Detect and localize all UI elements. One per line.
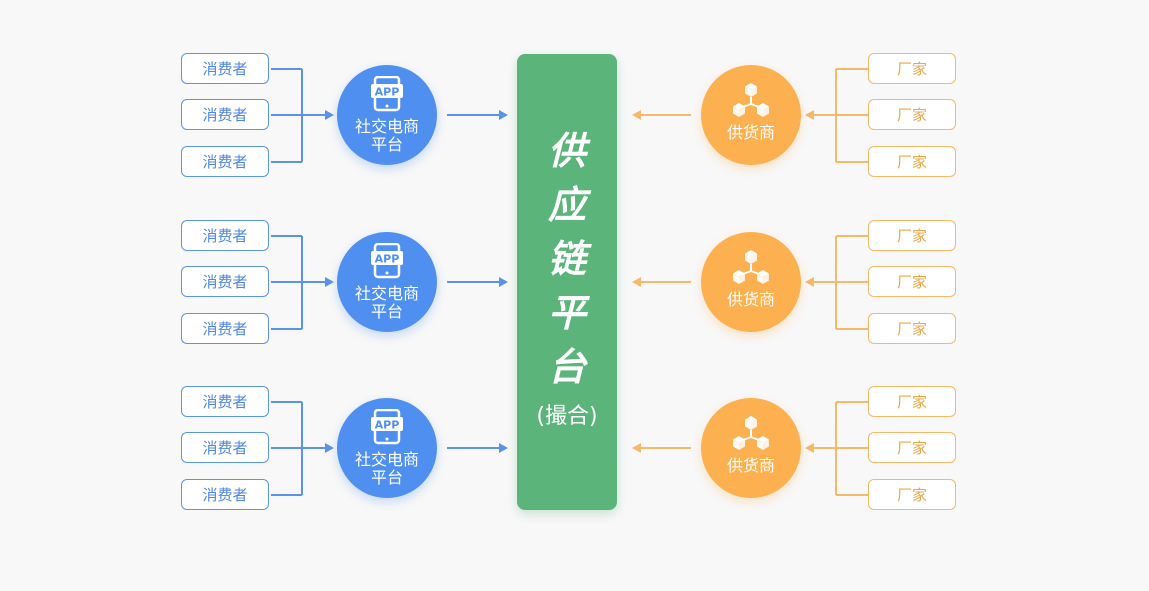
factory-box: 厂家: [868, 479, 956, 510]
platform-label-line2: 平台: [370, 468, 403, 487]
cubes-icon: [730, 249, 772, 289]
cubes-icon: [730, 415, 772, 455]
arrow-head: [325, 443, 334, 453]
consumer-box: 消费者: [181, 432, 269, 463]
app-icon-text: APP: [375, 253, 400, 266]
supplier-node: 供货商: [701, 232, 801, 332]
platform-label-line2: 平台: [370, 302, 403, 321]
supplier-label: 供货商: [726, 456, 775, 475]
center-title-char: 供: [547, 129, 586, 173]
factory-box: 厂家: [868, 220, 956, 251]
consumer-box: 消费者: [181, 146, 269, 177]
app-icon-text: APP: [375, 86, 400, 99]
cubes-icon: [730, 82, 772, 122]
platform-label-line1: 社交电商: [354, 450, 419, 469]
center-title: 供 应 链 平 台: [517, 124, 617, 394]
factory-box: 厂家: [868, 432, 956, 463]
social-ecommerce-platform-node: APP 社交电商 平台: [337, 65, 437, 165]
phone-app-icon: APP: [370, 75, 404, 116]
social-ecommerce-platform-node: APP 社交电商 平台: [337, 232, 437, 332]
arrow-head: [499, 110, 508, 120]
platform-label-line1: 社交电商: [354, 117, 419, 136]
phone-app-icon: APP: [370, 408, 404, 449]
factory-box: 厂家: [868, 313, 956, 344]
supplier-node: 供货商: [701, 65, 801, 165]
center-title-char: 链: [547, 237, 586, 281]
app-icon-text: APP: [375, 419, 400, 432]
arrow-head: [325, 110, 334, 120]
center-title-char: 平: [547, 291, 586, 335]
factory-box: 厂家: [868, 53, 956, 84]
factory-box: 厂家: [868, 386, 956, 417]
arrow-head: [805, 110, 814, 120]
supplier-node: 供货商: [701, 398, 801, 498]
arrow-head: [632, 443, 641, 453]
consumer-box: 消费者: [181, 99, 269, 130]
center-subtitle: (撮合): [536, 404, 598, 429]
arrow-head: [499, 277, 508, 287]
supply-chain-platform-block: 供 应 链 平 台 (撮合): [517, 54, 617, 510]
supplier-label: 供货商: [726, 290, 775, 309]
factory-box: 厂家: [868, 146, 956, 177]
phone-app-icon: APP: [370, 242, 404, 283]
supplier-label: 供货商: [726, 123, 775, 142]
factory-box: 厂家: [868, 99, 956, 130]
consumer-box: 消费者: [181, 53, 269, 84]
platform-label-line2: 平台: [370, 135, 403, 154]
social-ecommerce-platform-node: APP 社交电商 平台: [337, 398, 437, 498]
arrow-head: [632, 110, 641, 120]
consumer-box: 消费者: [181, 386, 269, 417]
consumer-box: 消费者: [181, 266, 269, 297]
consumer-box: 消费者: [181, 479, 269, 510]
consumer-box: 消费者: [181, 220, 269, 251]
arrow-head: [805, 277, 814, 287]
arrow-head: [805, 443, 814, 453]
consumer-box: 消费者: [181, 313, 269, 344]
factory-box: 厂家: [868, 266, 956, 297]
arrow-head: [632, 277, 641, 287]
arrow-head: [499, 443, 508, 453]
platform-label-line1: 社交电商: [354, 284, 419, 303]
center-title-char: 应: [547, 183, 586, 227]
center-title-char: 台: [547, 345, 586, 389]
arrow-head: [325, 277, 334, 287]
